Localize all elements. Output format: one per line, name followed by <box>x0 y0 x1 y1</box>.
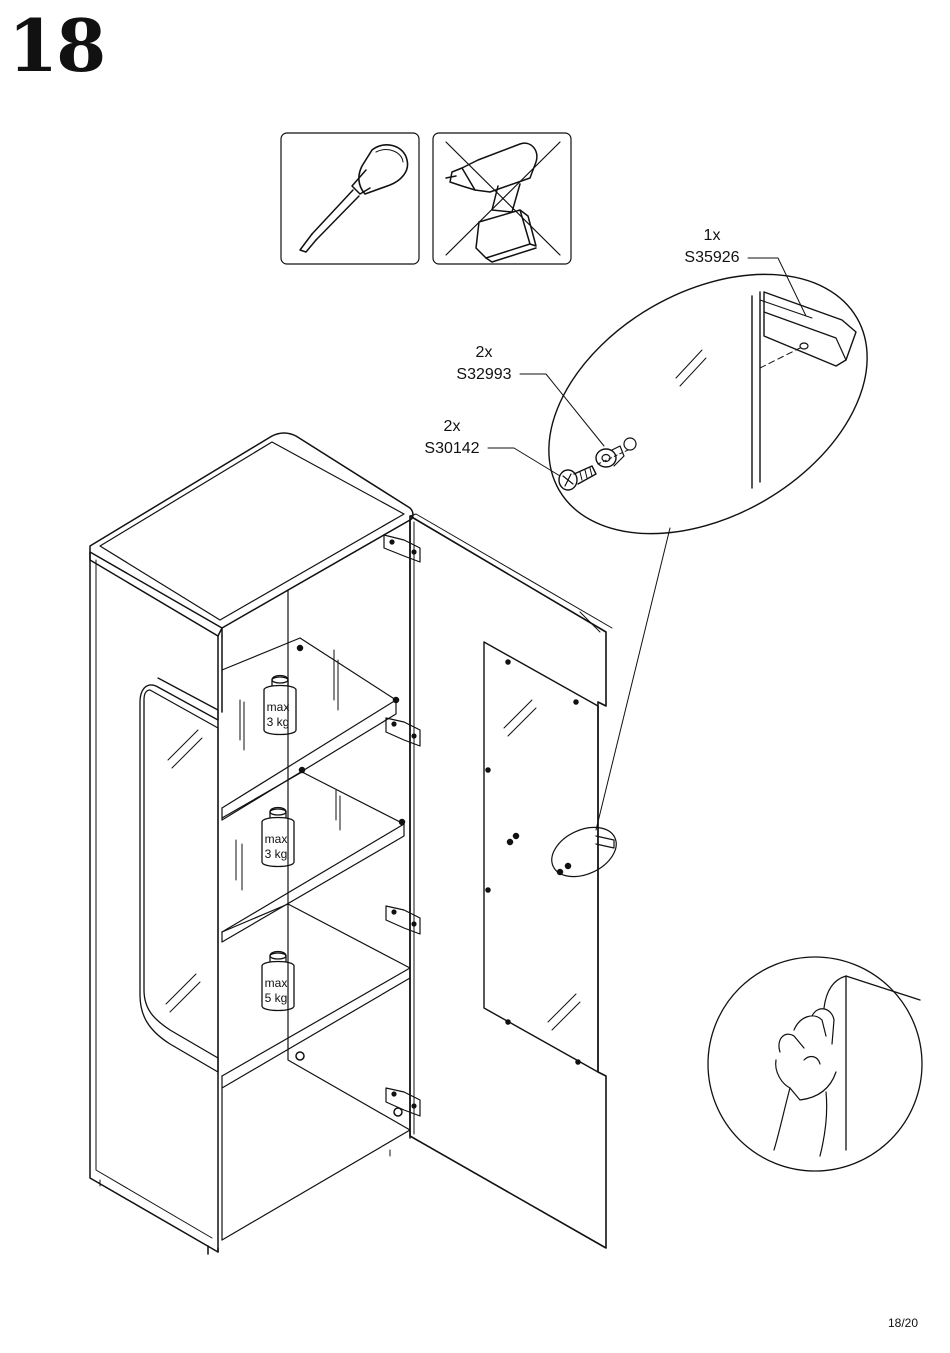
step-number: 18 <box>8 3 106 88</box>
zoom-detail <box>548 273 868 535</box>
hinge-4 <box>385 1087 421 1117</box>
cabinet <box>89 432 414 1255</box>
load-value: 3 kg <box>267 715 290 729</box>
cabinet-door <box>409 513 613 1249</box>
load-max-label: max <box>267 700 290 714</box>
part-label-s32993: 2x S32993 <box>456 344 511 383</box>
detail-marker <box>551 826 617 878</box>
part-qty: 2x <box>444 418 461 435</box>
load-max-label: max <box>265 976 288 990</box>
weight-icon-shelf-3: max 5 kg <box>261 950 295 1012</box>
load-value: 5 kg <box>265 991 288 1005</box>
tool-box-screwdriver <box>280 132 420 265</box>
part-code: S35926 <box>684 249 739 266</box>
page-indicator: 18/20 <box>887 1316 918 1330</box>
part-code: S32993 <box>456 366 511 383</box>
not-allowed-cross-icon <box>445 141 561 256</box>
hinge-1 <box>383 534 421 563</box>
part-label-s30142: 2x S30142 <box>424 418 479 457</box>
weight-icon-shelf-2: max 3 kg <box>261 806 295 868</box>
load-max-label: max <box>265 832 288 846</box>
part-label-s35926: 1x S35926 <box>684 227 739 266</box>
part-qty: 1x <box>704 227 721 244</box>
screw-icon <box>558 465 597 491</box>
hinge-2 <box>385 717 421 747</box>
hand-detail-circle <box>707 956 923 1172</box>
load-value: 3 kg <box>265 847 288 861</box>
tool-box-drill <box>432 132 572 265</box>
part-code: S30142 <box>424 440 479 457</box>
hand-icon <box>773 1008 837 1157</box>
screwdriver-icon <box>299 144 409 253</box>
cordless-drill-icon <box>445 142 538 263</box>
weight-icon-shelf-1: max 3 kg <box>263 674 297 736</box>
hinge-3 <box>385 905 421 935</box>
handle-profile-icon <box>759 291 857 369</box>
part-qty: 2x <box>476 344 493 361</box>
washer-icon <box>595 437 637 468</box>
